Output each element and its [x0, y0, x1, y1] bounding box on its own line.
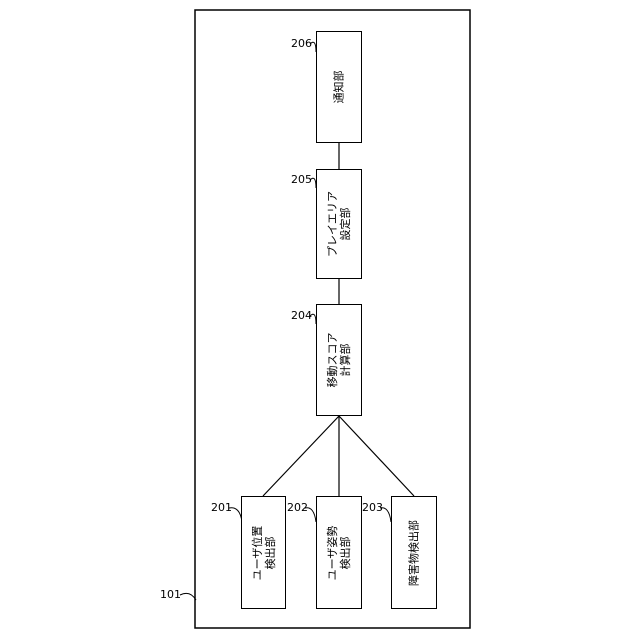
ref-label-206: 206	[291, 38, 312, 49]
connector-204-201	[263, 416, 339, 496]
block-notification: 通知部	[316, 31, 362, 143]
block-play-area-setting-line-2: 設定部	[339, 191, 352, 257]
block-play-area-setting-text: プレイエリア 設定部	[326, 191, 352, 257]
block-obstacle-detection-text: 障害物検出部	[408, 520, 421, 586]
block-movement-score: 移動スコア 計算部	[316, 304, 362, 416]
ref-label-101: 101	[160, 589, 181, 600]
ref-label-203: 203	[362, 502, 383, 513]
block-user-position-line-1: ユーザ位置	[251, 525, 264, 580]
block-notification-text: 通知部	[333, 71, 346, 104]
block-notification-line-1: 通知部	[333, 71, 346, 104]
ref-label-201: 201	[211, 502, 232, 513]
ref-label-202: 202	[287, 502, 308, 513]
block-obstacle-detection-line-1: 障害物検出部	[408, 520, 421, 586]
block-obstacle-detection: 障害物検出部	[391, 496, 437, 609]
block-user-position: ユーザ位置 検出部	[241, 496, 286, 609]
block-user-posture-line-1: ユーザ姿勢	[326, 525, 339, 580]
block-movement-score-text: 移動スコア 計算部	[326, 333, 352, 388]
block-user-position-text: ユーザ位置 検出部	[251, 525, 277, 580]
block-user-position-line-2: 検出部	[264, 525, 277, 580]
leader-101	[180, 593, 196, 600]
ref-label-204: 204	[291, 310, 312, 321]
block-movement-score-line-2: 計算部	[339, 333, 352, 388]
block-user-posture-text: ユーザ姿勢 検出部	[326, 525, 352, 580]
block-play-area-setting: プレイエリア 設定部	[316, 169, 362, 279]
block-play-area-setting-line-1: プレイエリア	[326, 191, 339, 257]
block-user-posture-line-2: 検出部	[339, 525, 352, 580]
block-user-posture: ユーザ姿勢 検出部	[316, 496, 362, 609]
connector-204-203	[339, 416, 414, 496]
block-movement-score-line-1: 移動スコア	[326, 333, 339, 388]
ref-label-205: 205	[291, 174, 312, 185]
